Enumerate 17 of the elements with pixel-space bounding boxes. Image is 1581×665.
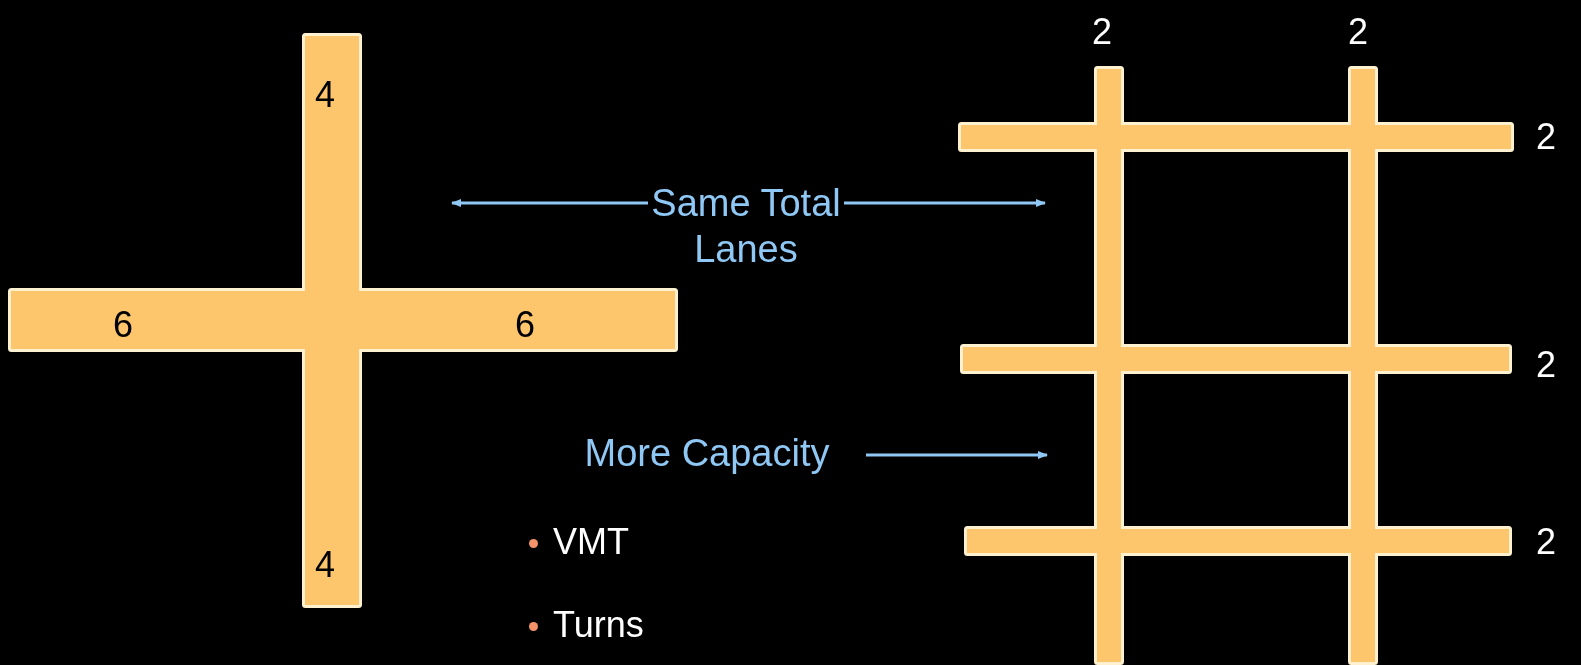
arrow [844, 199, 1046, 207]
arrow [866, 451, 1048, 459]
lane-count: 2 [1536, 522, 1557, 562]
lane-count: 6 [113, 305, 134, 345]
arrow [451, 199, 648, 207]
lane-count: 2 [1536, 117, 1557, 157]
lane-count: 4 [315, 75, 336, 115]
lane-count: 2 [1536, 345, 1557, 385]
bullet-item: VMT [553, 522, 629, 562]
caption-text: More Capacity [548, 430, 866, 480]
lane-count: 2 [1092, 12, 1113, 52]
lane-count: 4 [315, 545, 336, 585]
lane-count: 2 [1348, 12, 1369, 52]
caption-text: Same Total Lanes [648, 180, 844, 272]
road-grid-drawing [958, 66, 1514, 665]
lane-count: 6 [515, 305, 536, 345]
bullet-item: Turns [553, 605, 644, 645]
